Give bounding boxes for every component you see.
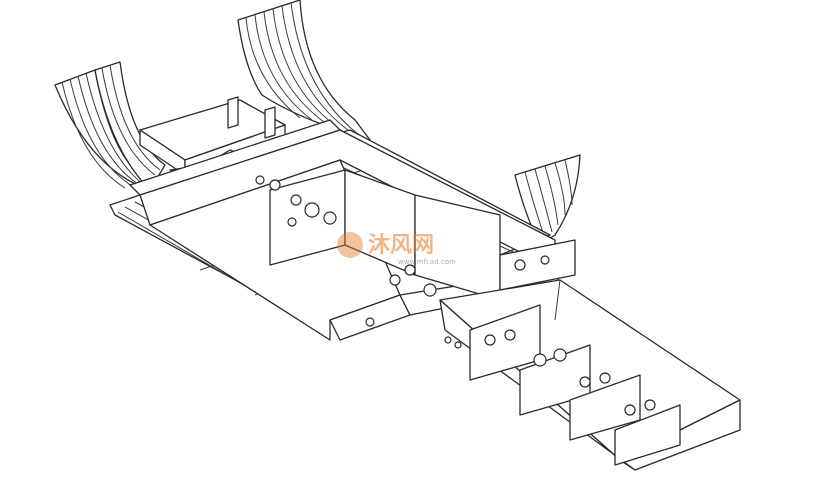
frame-holes (255, 175, 656, 416)
center-rear-cradle (237, 0, 371, 141)
watermark: 沐风网 www.mfcad.com (337, 232, 456, 266)
left-rear-cradle (54, 61, 166, 191)
main-frame (129, 119, 741, 471)
watermark-brand: 沐风网 (368, 233, 434, 258)
rear-crossbeam (139, 96, 286, 176)
watermark-url: www.mfcad.com (398, 258, 456, 266)
